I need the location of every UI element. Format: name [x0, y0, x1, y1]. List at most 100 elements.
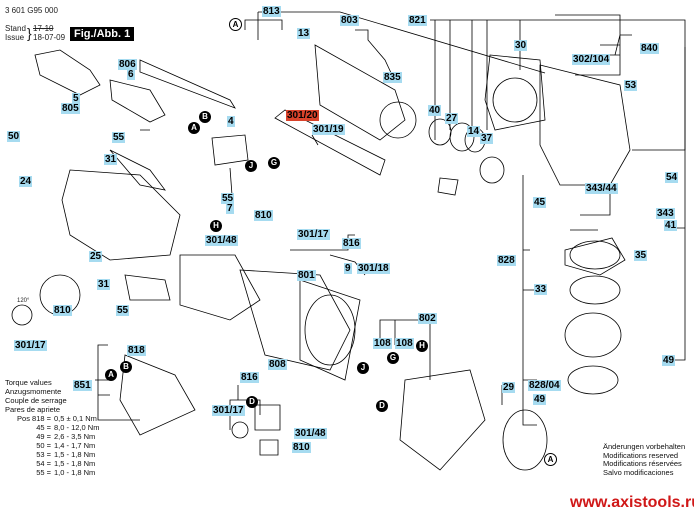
- connector-a-bottom: A: [105, 369, 117, 381]
- stand-label: Stand: [5, 24, 26, 33]
- part-label-818[interactable]: 818: [127, 345, 146, 356]
- torque-row: 53 =1,5 - 1,8 Nm: [5, 450, 99, 459]
- part-label-810-a[interactable]: 810: [254, 210, 273, 221]
- part-label-301-20[interactable]: 301/20: [286, 110, 319, 121]
- part-label-301-17-c[interactable]: 301/17: [212, 405, 245, 416]
- part-label-108-b[interactable]: 108: [395, 338, 414, 349]
- part-label-302-104[interactable]: 302/104: [572, 54, 611, 65]
- modifications-fr: Modifications réservées: [603, 459, 682, 468]
- part-label-301-48-a[interactable]: 301/48: [205, 235, 238, 246]
- part-label-49-b[interactable]: 49: [533, 394, 547, 405]
- part-label-27[interactable]: 27: [445, 113, 459, 124]
- issue-value: 18-07-09: [33, 33, 66, 42]
- part-label-33[interactable]: 33: [534, 284, 548, 295]
- angle-note: 120°: [17, 298, 30, 304]
- part-label-802[interactable]: 802: [418, 313, 437, 324]
- part-label-828[interactable]: 828: [497, 255, 516, 266]
- part-label-45[interactable]: 45: [533, 197, 547, 208]
- part-label-808[interactable]: 808: [268, 359, 287, 370]
- part-label-54[interactable]: 54: [665, 172, 679, 183]
- torque-value: 1,5 - 1,8 Nm: [54, 450, 96, 459]
- part-label-803[interactable]: 803: [340, 15, 359, 26]
- modifications-en: Modifications reserved: [603, 450, 679, 460]
- part-label-55-a[interactable]: 55: [112, 132, 126, 143]
- part-label-108-a[interactable]: 108: [373, 338, 392, 349]
- part-label-343-44[interactable]: 343/44: [585, 183, 618, 194]
- connector-d-bottom: D: [246, 396, 258, 408]
- part-label-50[interactable]: 50: [7, 131, 21, 142]
- part-label-40[interactable]: 40: [428, 105, 442, 116]
- connector-b-bottom: B: [120, 361, 132, 373]
- part-label-24[interactable]: 24: [19, 176, 33, 187]
- torque-row: 50 =1,4 - 1,7 Nm: [5, 441, 99, 450]
- part-label-31-b[interactable]: 31: [97, 279, 111, 290]
- part-label-810-c[interactable]: 810: [292, 442, 311, 453]
- modifications-de: Änderungen vorbehalten: [603, 442, 686, 451]
- part-label-828-04[interactable]: 828/04: [528, 380, 561, 391]
- connector-j-mid: J: [357, 362, 369, 374]
- torque-value: 1,0 - 1,8 Nm: [54, 468, 96, 477]
- part-label-810-b[interactable]: 810: [53, 305, 72, 316]
- part-label-4[interactable]: 4: [227, 116, 235, 127]
- part-label-14[interactable]: 14: [467, 126, 481, 137]
- connector-a-top: A: [229, 18, 242, 31]
- torque-row: 45 =8,0 - 12,0 Nm: [5, 423, 99, 432]
- part-label-29[interactable]: 29: [502, 382, 516, 393]
- part-label-25[interactable]: 25: [89, 251, 103, 262]
- stand-value: 17-10: [33, 24, 54, 33]
- connector-h-mid: H: [416, 340, 428, 352]
- part-label-301-48-b[interactable]: 301/48: [294, 428, 327, 439]
- torque-values-table: Torque values Anzugsmomente Couple de se…: [5, 378, 99, 477]
- part-label-37[interactable]: 37: [480, 133, 494, 144]
- connector-b-top: B: [199, 111, 211, 123]
- part-label-9[interactable]: 9: [344, 263, 352, 274]
- torque-pos: 53 =: [36, 450, 51, 459]
- torque-row: 54 =1,5 - 1,8 Nm: [5, 459, 99, 468]
- part-label-835[interactable]: 835: [383, 72, 402, 83]
- part-label-55-b[interactable]: 55: [221, 193, 235, 204]
- part-label-840[interactable]: 840: [640, 43, 659, 54]
- part-label-13[interactable]: 13: [297, 28, 311, 39]
- part-label-816-b[interactable]: 816: [240, 372, 259, 383]
- part-label-7[interactable]: 7: [226, 203, 234, 214]
- torque-value: 1,4 - 1,7 Nm: [54, 441, 96, 450]
- part-label-301-19[interactable]: 301/19: [312, 124, 345, 135]
- part-label-816-a[interactable]: 816: [342, 238, 361, 249]
- part-label-6[interactable]: 6: [127, 69, 135, 80]
- torque-pos: 55 =: [36, 468, 51, 477]
- torque-row: 55 =1,0 - 1,8 Nm: [5, 468, 99, 477]
- part-label-813[interactable]: 813: [262, 6, 281, 17]
- torque-value: 0,5 ± 0,1 Nm: [54, 414, 97, 423]
- part-label-53[interactable]: 53: [624, 80, 638, 91]
- torque-value: 1,5 - 1,8 Nm: [54, 459, 96, 468]
- torque-pos: Pos 818 =: [17, 414, 51, 423]
- part-label-806[interactable]: 806: [118, 59, 137, 70]
- connector-j-top: J: [245, 160, 257, 172]
- part-number: 3 601 G95 000: [5, 6, 58, 15]
- part-label-301-17-a[interactable]: 301/17: [297, 229, 330, 240]
- part-label-343[interactable]: 343: [656, 208, 675, 219]
- issue-label: Issue: [5, 33, 25, 42]
- part-label-35[interactable]: 35: [634, 250, 648, 261]
- part-label-301-17-b[interactable]: 301/17: [14, 340, 47, 351]
- modifications-note: Änderungen vorbehalten Modifications res…: [603, 442, 686, 477]
- website-link[interactable]: www.axistools.ru: [570, 494, 694, 511]
- part-label-301-18[interactable]: 301/18: [357, 263, 390, 274]
- part-label-55-c[interactable]: 55: [116, 305, 130, 316]
- part-label-805[interactable]: 805: [61, 103, 80, 114]
- part-label-49-a[interactable]: 49: [662, 355, 676, 366]
- part-label-851[interactable]: 851: [73, 380, 92, 391]
- part-label-821[interactable]: 821: [408, 15, 427, 26]
- torque-title-de: Anzugsmomente: [5, 387, 62, 396]
- torque-title-en: Torque values: [5, 378, 52, 387]
- part-label-30[interactable]: 30: [514, 40, 528, 51]
- part-label-41[interactable]: 41: [664, 220, 678, 231]
- torque-row: 49 =2,6 - 3,5 Nm: [5, 432, 99, 441]
- torque-pos: 50 =: [36, 441, 51, 450]
- modifications-es: Salvo modificaciones: [603, 467, 674, 477]
- part-label-5[interactable]: 5: [72, 93, 80, 104]
- brace: }: [27, 25, 32, 41]
- figure-label: Fig./Abb. 1: [70, 27, 135, 41]
- part-label-31-a[interactable]: 31: [104, 154, 118, 165]
- part-label-801[interactable]: 801: [297, 270, 316, 281]
